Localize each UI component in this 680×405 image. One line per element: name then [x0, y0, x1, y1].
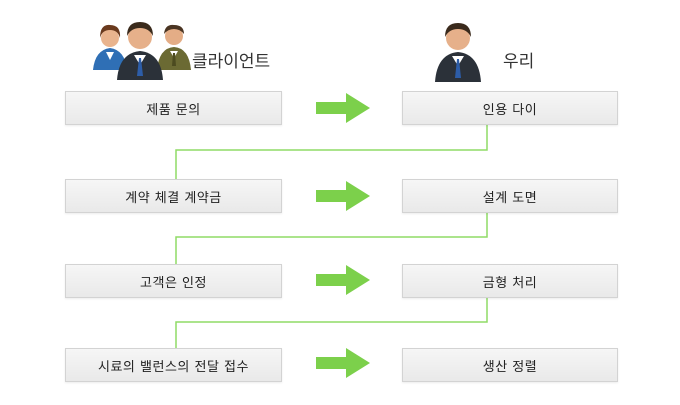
- arrow-row-2: [316, 181, 370, 211]
- client-step-3: 고객은 인정: [65, 264, 282, 298]
- our-step-label: 설계 도면: [482, 190, 538, 206]
- our-step-label: 생산 정렬: [482, 359, 538, 375]
- client-step-2: 계약 체결 계약금: [65, 179, 282, 213]
- our-step-1: 인용 다이: [402, 91, 618, 125]
- person-icon: [93, 24, 127, 70]
- right-arrow-icon: [316, 93, 370, 123]
- arrow-row-1: [316, 93, 370, 123]
- client-step-label: 제품 문의: [146, 102, 201, 118]
- our-step-2: 설계 도면: [402, 179, 618, 213]
- connector-line-2: [175, 213, 488, 264]
- our-step-3: 금형 처리: [402, 264, 618, 298]
- client-step-label: 고객은 인정: [140, 275, 207, 291]
- our-step-label: 인용 다이: [482, 102, 538, 118]
- client-step-label: 시료의 밸런스의 전달 접수: [98, 359, 249, 375]
- person-icon: [435, 23, 481, 82]
- arrow-row-3: [316, 265, 370, 295]
- right-arrow-icon: [316, 265, 370, 295]
- client-header-label: 클라이언트: [192, 52, 271, 72]
- right-arrow-icon: [316, 181, 370, 211]
- arrow-row-4: [316, 348, 370, 378]
- us-header-label: 우리: [503, 52, 535, 72]
- person-icon: [157, 24, 191, 70]
- client-step-4: 시료의 밸런스의 전달 접수: [65, 348, 282, 382]
- client-step-1: 제품 문의: [65, 91, 282, 125]
- client-step-label: 계약 체결 계약금: [125, 190, 222, 206]
- person-icon: [117, 22, 163, 80]
- our-step-4: 생산 정렬: [402, 348, 618, 382]
- connector-line-1: [175, 125, 488, 179]
- our-step-label: 금형 처리: [482, 275, 538, 291]
- right-arrow-icon: [316, 348, 370, 378]
- connector-line-3: [175, 298, 488, 348]
